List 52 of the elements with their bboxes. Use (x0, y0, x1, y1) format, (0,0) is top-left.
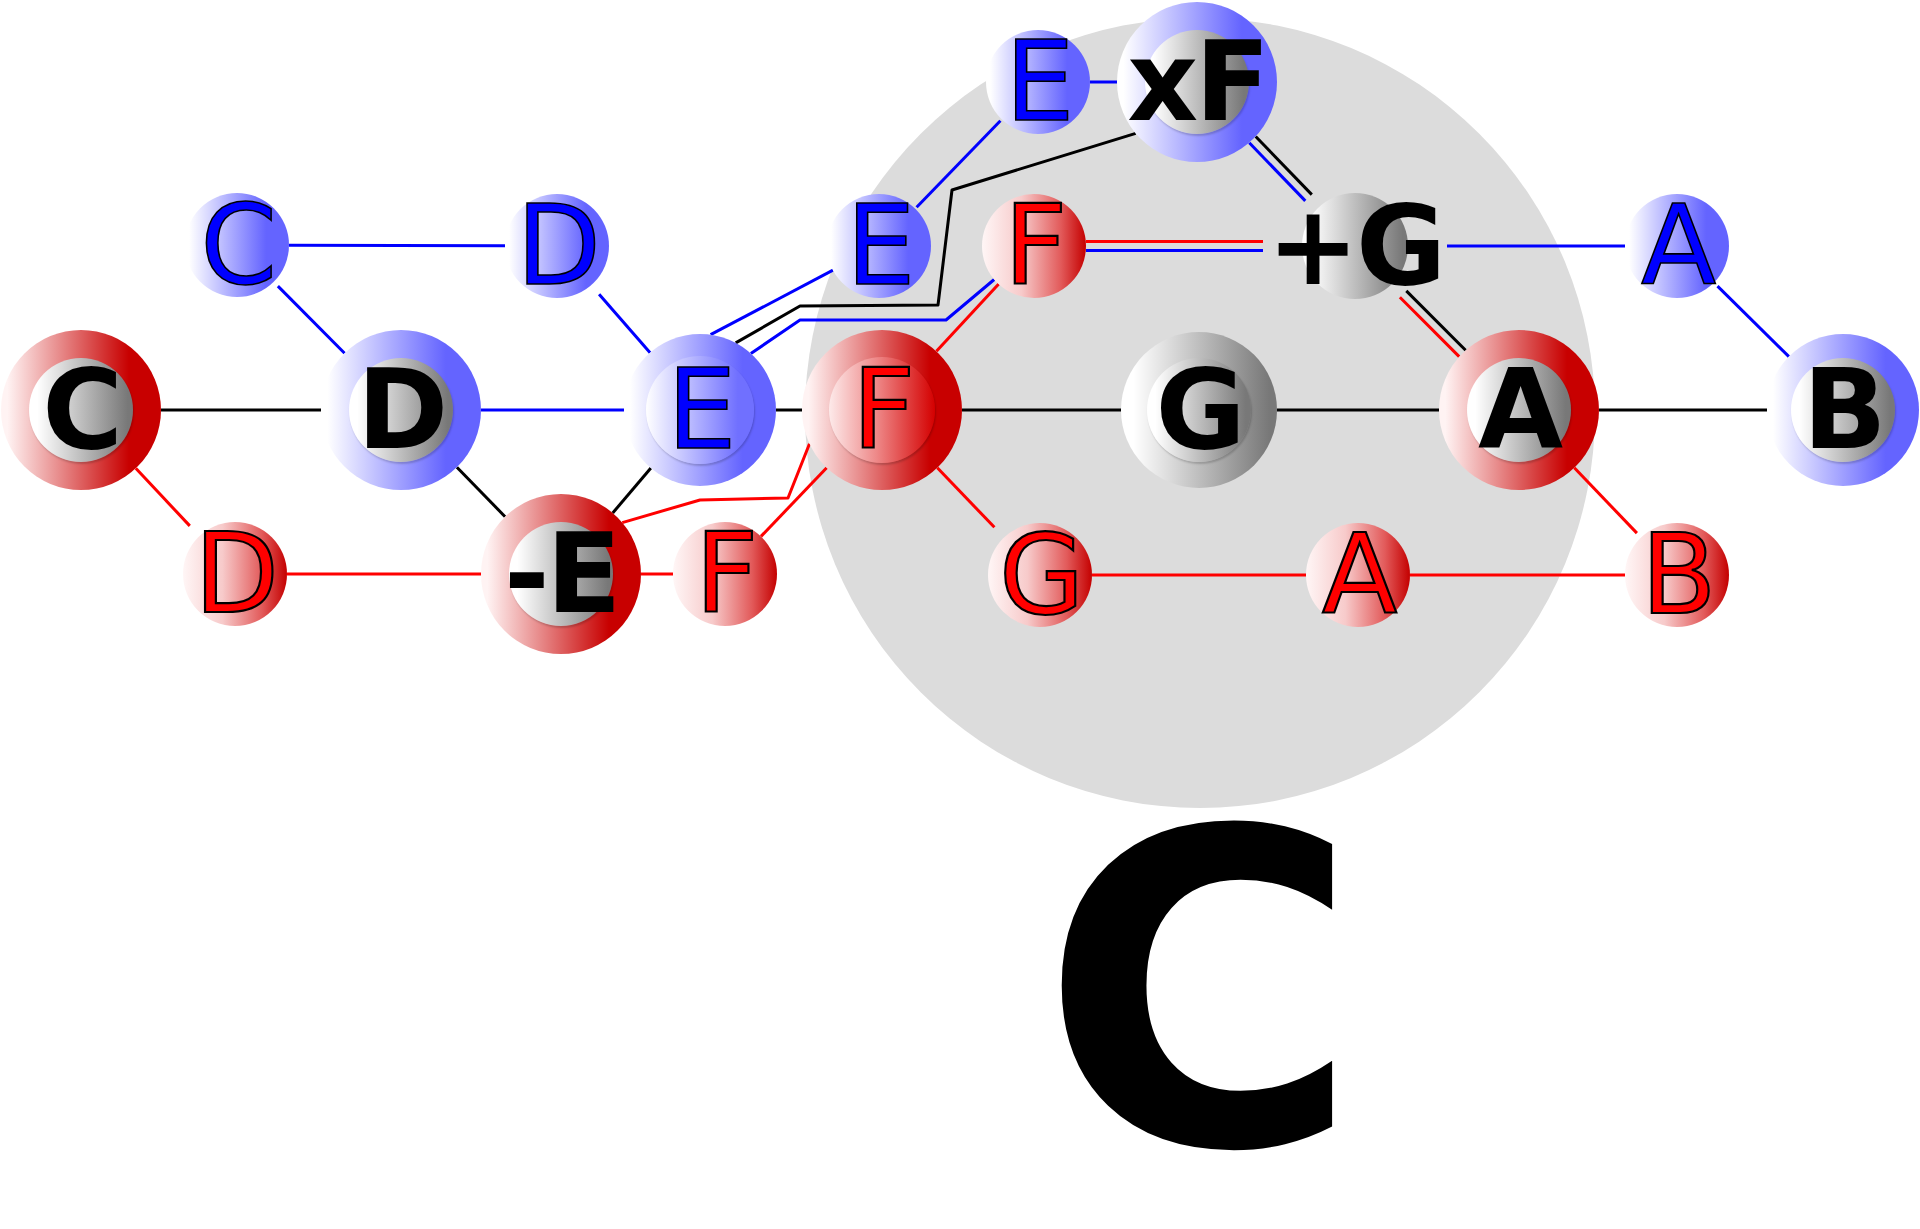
key-label: C (1040, 775, 1360, 1211)
note-label: F (1004, 202, 1064, 290)
connector-line (161, 408, 321, 412)
connector-line (1277, 408, 1439, 412)
note-label: A (1641, 202, 1713, 290)
connector-line (1090, 80, 1117, 84)
note-label: B (1802, 366, 1884, 454)
note-label: E (1004, 38, 1072, 126)
connector-line (611, 467, 653, 514)
note-label: D (516, 202, 598, 290)
connector-line (289, 243, 505, 248)
connector-line (1573, 466, 1638, 535)
connector-line (734, 131, 1137, 345)
connector-line (1447, 244, 1625, 248)
note-label: D (357, 366, 445, 454)
connector-line (750, 278, 996, 355)
connector-line (641, 572, 673, 576)
note-label: B (1640, 531, 1714, 619)
note-label: xF (1127, 38, 1267, 126)
connector-line (1405, 289, 1467, 352)
note-label: +G (1267, 202, 1443, 290)
connector-line (776, 408, 802, 412)
connector-line (1086, 249, 1263, 252)
connector-line (962, 408, 1121, 412)
connector-line (276, 285, 346, 355)
connector-line (1086, 240, 1263, 243)
note-label: A (1478, 366, 1560, 454)
note-label: F (852, 366, 912, 454)
connector-line (1716, 285, 1790, 358)
connector-line (597, 293, 652, 354)
connector-line (1410, 573, 1625, 577)
connector-line (1254, 135, 1313, 196)
note-label: G (1155, 366, 1243, 454)
connector-line (134, 467, 191, 527)
connector-line (287, 572, 481, 576)
note-label: C (42, 366, 120, 454)
note-label: F (695, 530, 755, 618)
connector-line (1248, 141, 1307, 202)
connector-line (481, 408, 624, 412)
note-label: E (666, 366, 734, 454)
note-label: E (845, 202, 913, 290)
connector-line (935, 283, 1000, 353)
connector-line (759, 466, 828, 538)
connector-line (1092, 573, 1306, 577)
connector-line (1599, 408, 1767, 412)
connector-line (936, 466, 996, 529)
connector-line (1398, 296, 1461, 358)
connector-line (455, 466, 507, 518)
connector-line (621, 443, 811, 525)
connector-line (915, 119, 1002, 209)
connector-line (709, 268, 834, 337)
note-label: C (200, 201, 274, 289)
